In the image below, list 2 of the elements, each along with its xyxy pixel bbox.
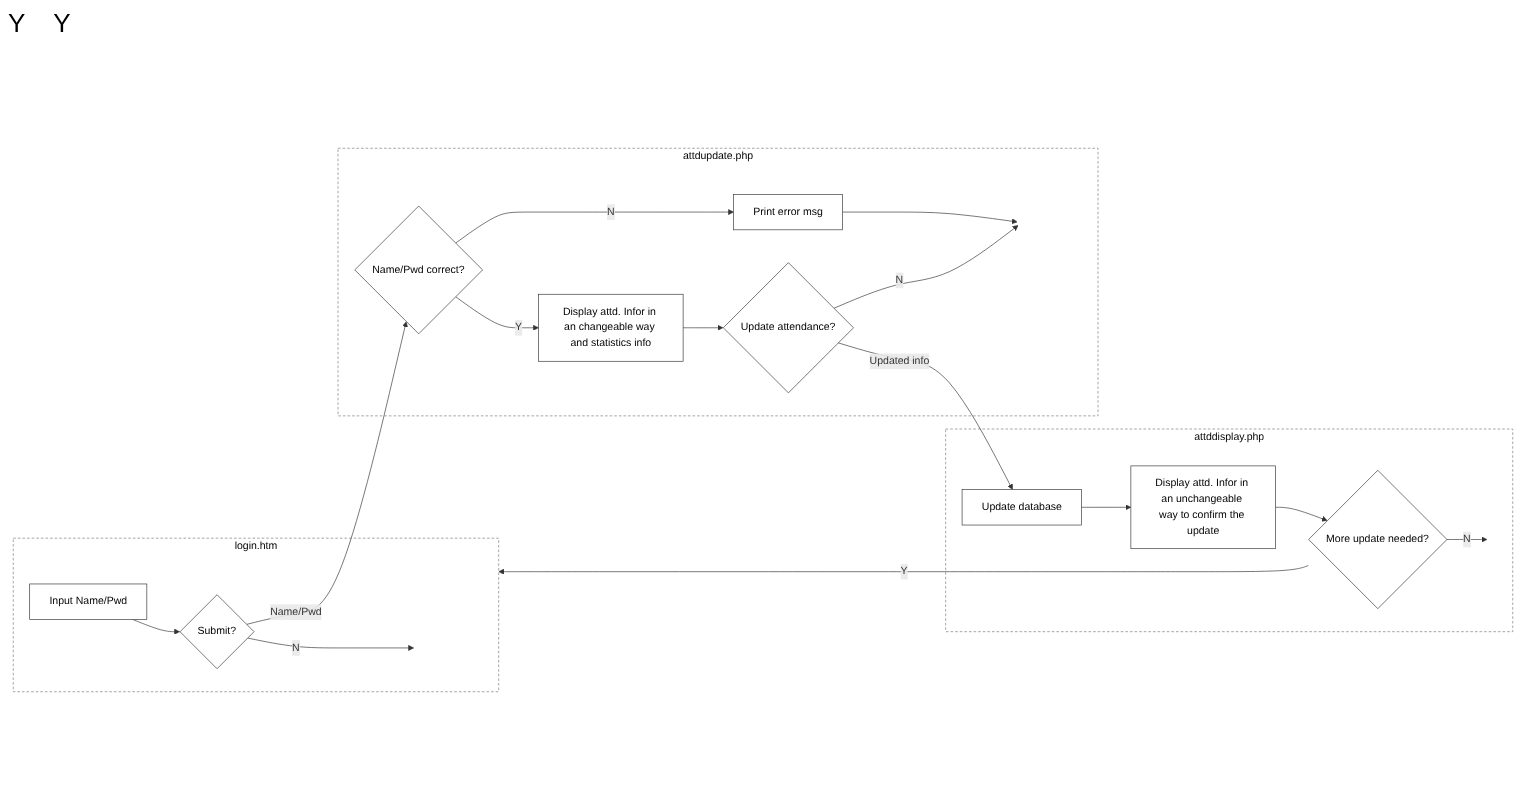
branch-label: Y <box>53 8 71 38</box>
branch-label: Y <box>8 8 26 38</box>
